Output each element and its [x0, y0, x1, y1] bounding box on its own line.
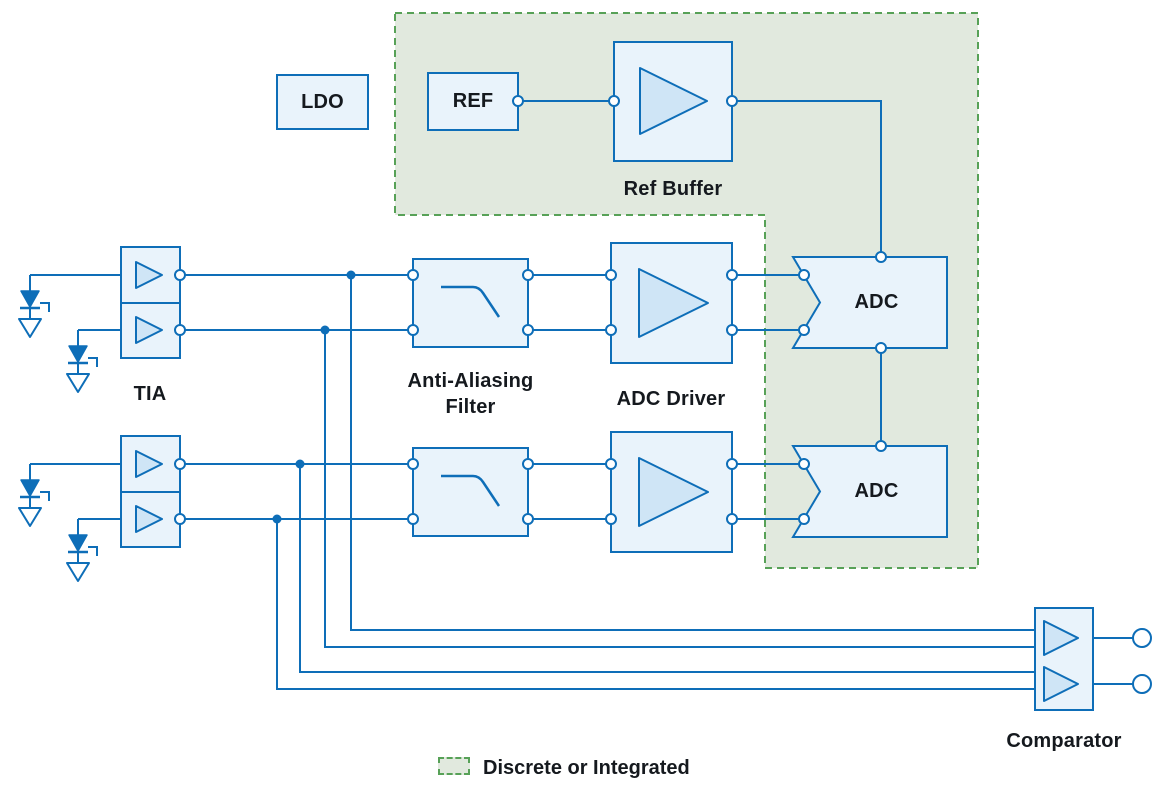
amplifier-icon: [135, 261, 163, 289]
connection-nodes: [174, 95, 1152, 694]
tia-block-2: [120, 435, 181, 548]
junction-dots: [272, 270, 356, 524]
ground-icon: [18, 318, 42, 338]
adc-driver-block-2: [610, 431, 733, 553]
adc-driver-block-1: [610, 242, 733, 364]
output-terminal: [1132, 628, 1152, 648]
ground-icon: [66, 373, 90, 393]
comparator-icon: [1043, 620, 1079, 656]
lowpass-filter-icon: [441, 285, 501, 318]
adc-block-2: [791, 445, 948, 538]
comparator-block: [1034, 607, 1094, 711]
amplifier-icon: [638, 268, 709, 338]
photodiode-icon: [20, 479, 40, 497]
ref-block: [427, 72, 519, 131]
tia-block-1: [120, 246, 181, 359]
photodiode-icon: [68, 534, 88, 552]
adc-block-1: [791, 256, 948, 349]
photodiode-1: [18, 275, 50, 338]
discrete-or-integrated-zone: [394, 12, 979, 569]
comparator-icon: [1043, 666, 1079, 702]
photodiode-icon: [68, 345, 88, 363]
wires: [30, 100, 1133, 690]
legend-swatch: [438, 757, 470, 775]
amplifier-icon: [639, 67, 708, 135]
photodiode-3: [18, 464, 50, 527]
output-terminal: [1132, 674, 1152, 694]
ground-icon: [18, 507, 42, 527]
amplifier-icon: [135, 316, 163, 344]
lowpass-filter-icon: [441, 474, 501, 507]
photodiode-4: [66, 519, 98, 582]
amplifier-icon: [638, 457, 709, 527]
photodiode-2: [66, 330, 98, 393]
ldo-block: [276, 74, 369, 130]
anti-aliasing-filter-2: [412, 447, 529, 537]
anti-aliasing-filter-1: [412, 258, 529, 348]
photodiode-icon: [20, 290, 40, 308]
amplifier-icon: [135, 450, 163, 478]
ref-buffer-block: [613, 41, 733, 162]
legend-label: Discrete or Integrated: [483, 757, 690, 779]
ground-icon: [66, 562, 90, 582]
amplifier-icon: [135, 505, 163, 533]
